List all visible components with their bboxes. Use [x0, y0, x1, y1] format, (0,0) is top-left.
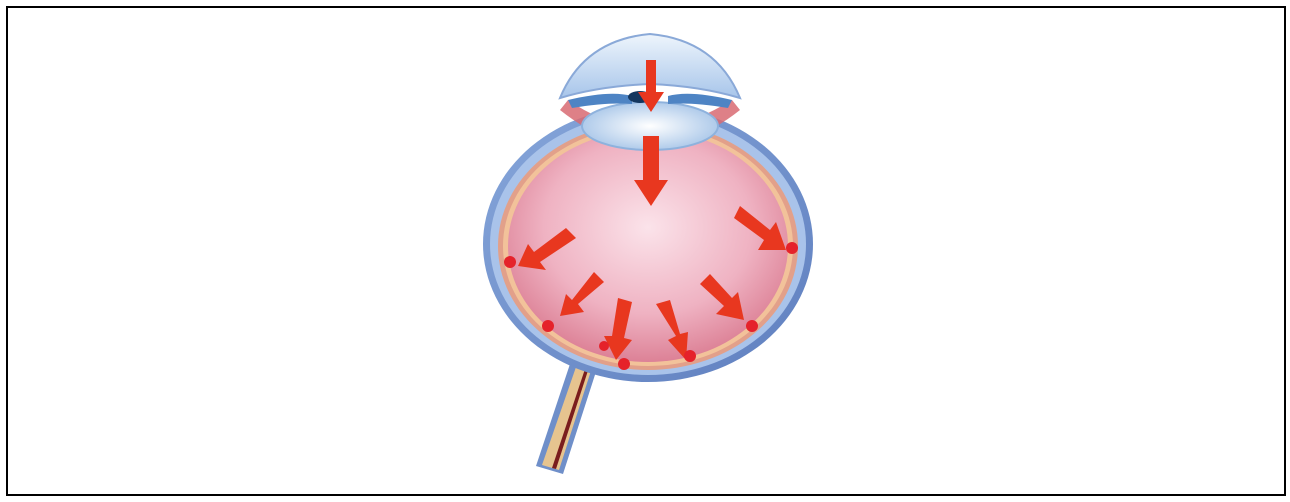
- pressure-point: [599, 341, 609, 351]
- pressure-point: [542, 320, 554, 332]
- pressure-point: [684, 350, 696, 362]
- pressure-point: [786, 242, 798, 254]
- pressure-point: [618, 358, 630, 370]
- pressure-point: [746, 320, 758, 332]
- pressure-point: [504, 256, 516, 268]
